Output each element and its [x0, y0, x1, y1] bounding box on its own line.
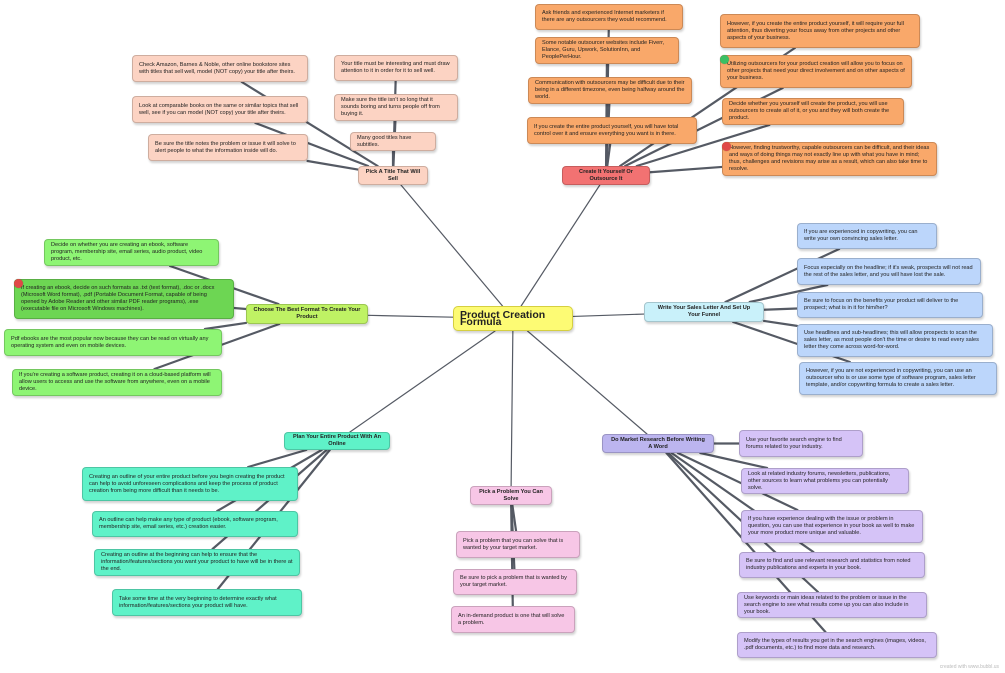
create-note-6[interactable]: Utilizing outsourcers for your product c…: [720, 55, 912, 88]
connector-sales-note-4: [762, 319, 799, 327]
connector-sales-note-2: [748, 283, 829, 304]
connector-research-note-3: [676, 451, 799, 512]
sales-note-1[interactable]: If you are experienced in copywriting, y…: [797, 223, 937, 249]
sales-note-2[interactable]: Focus especially on the headline; if it'…: [797, 258, 981, 285]
research-note-3[interactable]: If you have experience dealing with the …: [741, 510, 923, 543]
footer-credit: created with www.bubbl.us: [939, 664, 999, 670]
connector-center-branch-plan-product: [349, 330, 496, 433]
connector-center-branch-pick-problem: [510, 330, 514, 487]
research-note-6[interactable]: Modify the types of results you get in t…: [737, 632, 937, 658]
create-note-8[interactable]: However, finding trustworthy, capable ou…: [722, 142, 937, 176]
title-note-3[interactable]: Be sure the title notes the problem or i…: [148, 134, 308, 161]
plan-note-1[interactable]: Creating an outline of your entire produ…: [82, 467, 298, 501]
sales-note-5[interactable]: However, if you are not experienced in c…: [799, 362, 997, 395]
plan-note-3[interactable]: Creating an outline at the beginning can…: [94, 549, 300, 576]
connector-sales-note-1: [724, 247, 841, 304]
title-note-5[interactable]: Make sure the title isn't so long that i…: [334, 94, 458, 121]
connector-center-branch-pick-title: [400, 184, 504, 307]
connector-title-note-3: [306, 159, 360, 171]
branch-pick-title[interactable]: Pick A Title That Will Sell: [358, 166, 428, 185]
create-note-3[interactable]: Communication with outsourcers may be di…: [528, 77, 692, 104]
branch-plan-product[interactable]: Plan Your Entire Product With An Online: [284, 432, 390, 450]
branch-market-research[interactable]: Do Market Research Before Writing A Word: [602, 434, 714, 453]
connector-center-branch-market-research: [526, 330, 648, 435]
connector-center-branch-create-or-outsource: [520, 184, 601, 307]
title-note-6[interactable]: Many good titles have subtitles.: [350, 132, 436, 151]
create-note-2[interactable]: Some notable outsourcer websites include…: [535, 37, 679, 64]
format-note-2[interactable]: If creating an ebook, decide on such for…: [14, 279, 234, 319]
connector-research-note-2: [699, 451, 769, 470]
title-note-4[interactable]: Your title must be interesting and must …: [334, 55, 458, 81]
connector-create-note-4: [606, 142, 612, 168]
research-note-5[interactable]: Use keywords or main ideas related to th…: [737, 592, 927, 618]
create-note-7[interactable]: Decide whether you yourself will create …: [722, 98, 904, 125]
connector-center-branch-choose-format: [367, 314, 454, 318]
branch-choose-format[interactable]: Choose The Best Format To Create Your Pr…: [246, 304, 368, 324]
connector-problem-note-1: [511, 503, 518, 533]
create-note-1[interactable]: Ask friends and experienced Internet mar…: [535, 4, 683, 30]
problem-note-2[interactable]: Be sure to pick a problem that is wanted…: [453, 569, 577, 595]
red-marker-icon: [722, 142, 731, 151]
red-marker-icon: [14, 279, 23, 288]
format-note-1[interactable]: Decide on whether you are creating an eb…: [44, 239, 219, 266]
plan-note-4[interactable]: Take some time at the very beginning to …: [112, 589, 302, 616]
connector-sales-note-3: [762, 307, 799, 311]
problem-note-1[interactable]: Pick a problem that you can solve that i…: [456, 531, 580, 558]
create-note-4[interactable]: If you create the entire product yoursel…: [527, 117, 697, 144]
research-note-2[interactable]: Look at related industry forums, newslet…: [741, 468, 909, 494]
connector-title-note-2: [254, 121, 370, 168]
green-marker-icon: [720, 55, 729, 64]
branch-sales-letter[interactable]: Write Your Sales Letter And Set Up Your …: [644, 302, 764, 322]
branch-pick-problem[interactable]: Pick a Problem You Can Solve: [470, 486, 552, 505]
connector-create-note-7: [635, 123, 771, 168]
connector-format-note-3: [203, 321, 248, 331]
plan-note-2[interactable]: An outline can help make any type of pro…: [92, 511, 298, 537]
connector-plan-note-1: [247, 448, 308, 469]
problem-note-3[interactable]: An in-demand product is one that will so…: [451, 606, 575, 633]
title-note-2[interactable]: Look at comparable books on the same or …: [132, 96, 308, 123]
format-note-3[interactable]: Pdf ebooks are the most popular now beca…: [4, 329, 222, 356]
branch-create-or-outsource[interactable]: Create It Yourself Or Outsource It: [562, 166, 650, 185]
central-topic[interactable]: Product Creation Formula: [453, 306, 573, 331]
format-note-4[interactable]: If you're creating a software product, c…: [12, 369, 222, 396]
create-note-5[interactable]: However, if you create the entire produc…: [720, 14, 920, 48]
research-note-4[interactable]: Be sure to find and use relevant researc…: [739, 552, 925, 578]
research-note-1[interactable]: Use your favorite search engine to find …: [739, 430, 863, 457]
connector-create-note-8: [648, 165, 724, 174]
connector-center-branch-sales-letter: [572, 313, 645, 318]
sales-note-3[interactable]: Be sure to focus on the benefits your pr…: [797, 292, 983, 318]
title-note-1[interactable]: Check Amazon, Barnes & Noble, other onli…: [132, 55, 308, 82]
connector-format-note-2: [232, 306, 248, 311]
sales-note-4[interactable]: Use headlines and sub-headlines; this wi…: [797, 324, 993, 357]
